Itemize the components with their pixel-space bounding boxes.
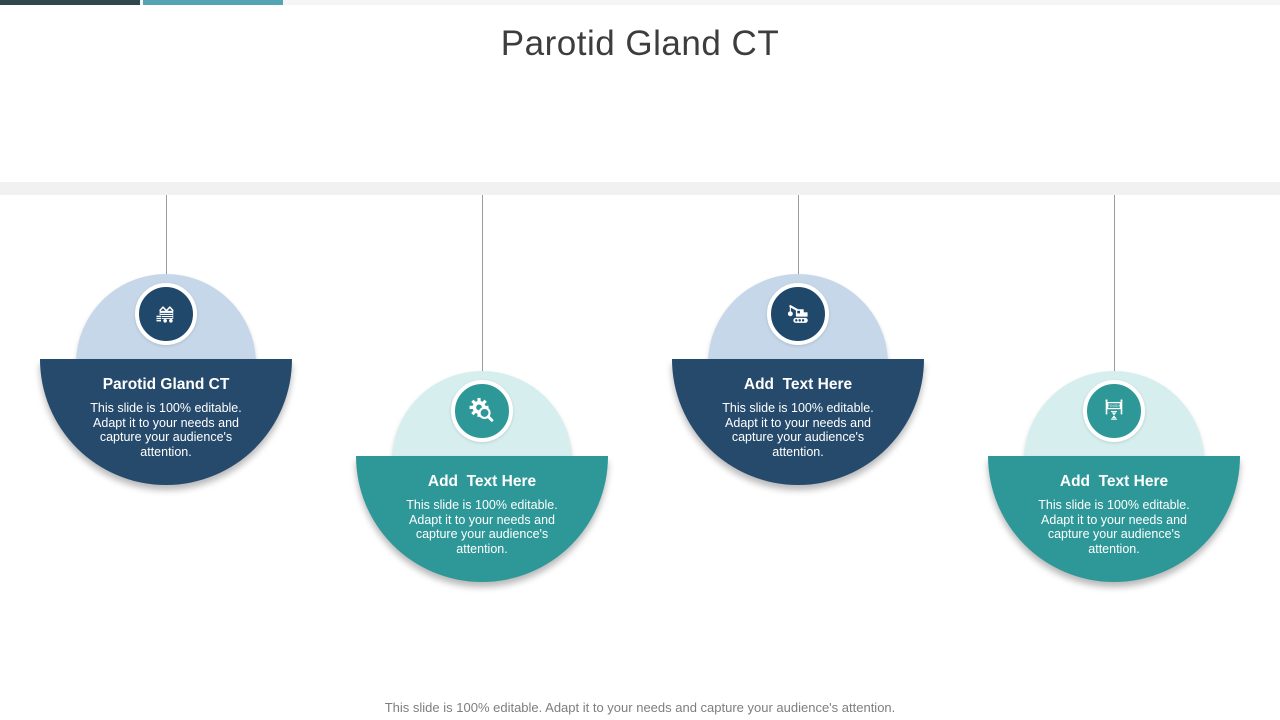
slide-title[interactable]: Parotid Gland CT — [500, 24, 780, 63]
ornament-card[interactable]: Add Text Here This slide is 100% editabl… — [672, 359, 924, 485]
ornament-item: Parotid Gland CT This slide is 100% edit… — [8, 0, 324, 485]
topbar-teal-segment — [143, 0, 283, 5]
hang-line — [1114, 195, 1115, 372]
gear-magnifier-icon — [451, 380, 513, 442]
hang-line — [798, 195, 799, 275]
card-title[interactable]: Add Text Here — [743, 376, 853, 393]
finish-banner-icon: FINISH — [1083, 380, 1145, 442]
hang-line — [166, 195, 167, 275]
hanger-rail — [0, 182, 1280, 195]
card-title[interactable]: Add Text Here — [427, 473, 537, 490]
ornament-card[interactable]: Add Text Here This slide is 100% editabl… — [356, 456, 608, 582]
crane-icon — [767, 283, 829, 345]
card-body[interactable]: This slide is 100% editable. Adapt it to… — [1038, 498, 1190, 556]
hang-line — [482, 195, 483, 372]
card-body[interactable]: This slide is 100% editable. Adapt it to… — [406, 498, 558, 556]
svg-text:FINISH: FINISH — [1108, 404, 1121, 408]
ornament-item: FINISH Add Text Here This slide is 100% … — [956, 0, 1272, 582]
slide-footer-note: This slide is 100% editable. Adapt it to… — [384, 700, 896, 715]
ornament-item: Add Text Here This slide is 100% editabl… — [324, 0, 640, 582]
topbar-dark-segment — [0, 0, 140, 5]
card-title[interactable]: Add Text Here — [1059, 473, 1169, 490]
topbar-track — [0, 0, 1280, 5]
ornament-card[interactable]: Parotid Gland CT This slide is 100% edit… — [40, 359, 292, 485]
ornament-card[interactable]: Add Text Here This slide is 100% editabl… — [988, 456, 1240, 582]
card-title[interactable]: Parotid Gland CT — [102, 376, 230, 393]
card-body[interactable]: This slide is 100% editable. Adapt it to… — [722, 401, 874, 459]
loaded-cart-icon — [135, 283, 197, 345]
card-body[interactable]: This slide is 100% editable. Adapt it to… — [90, 401, 242, 459]
ornament-item: Add Text Here This slide is 100% editabl… — [640, 0, 956, 485]
